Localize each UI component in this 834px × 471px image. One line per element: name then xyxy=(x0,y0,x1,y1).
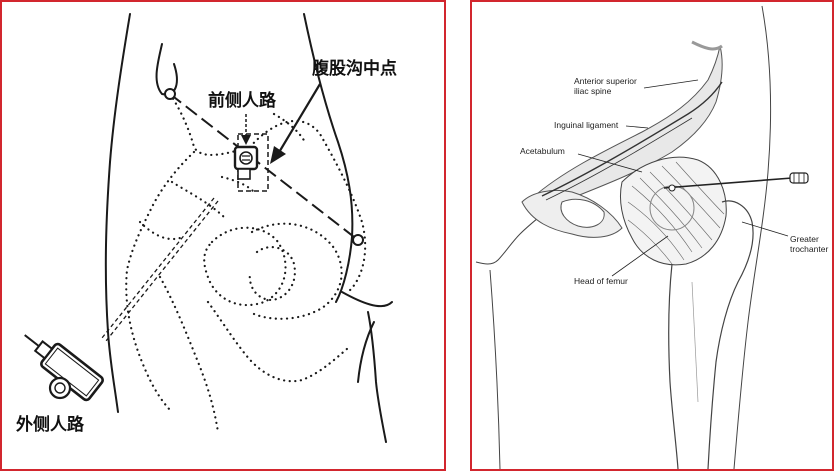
midpoint-arrowhead xyxy=(270,146,286,164)
femur-head-leader xyxy=(611,235,669,277)
pelvic-inlet-dotted xyxy=(248,119,367,294)
ilium-dotted xyxy=(125,150,196,414)
body-outline-right xyxy=(733,5,771,469)
anterior-syringe-icon xyxy=(233,145,259,180)
midpoint-arrow-shaft xyxy=(277,83,321,155)
head-of-femur-label: Head of femur xyxy=(574,276,628,286)
left-hip-sketch: 腹股沟中点 前侧人路 外侧人路 xyxy=(16,13,397,443)
thigh-outline-left xyxy=(489,269,501,469)
obturator-foramen xyxy=(560,198,605,228)
lateral-approach-label: 外侧人路 xyxy=(16,414,85,435)
iliac-crest-shading xyxy=(691,40,723,51)
acetabulum-dotted xyxy=(203,226,287,307)
trochanter-leader xyxy=(741,221,789,237)
lateral-needle-line-1 xyxy=(101,197,215,339)
inguinal-ligament-label: Inguinal ligament xyxy=(554,120,619,130)
sacrum-dotted xyxy=(220,175,256,194)
femur-neck-dotted xyxy=(170,180,226,219)
asis-label-line1: Anterior superior xyxy=(574,76,637,86)
anterior-pointer-arrowhead xyxy=(241,135,251,145)
femur-shaft-medial xyxy=(668,263,679,469)
pubis-dotted xyxy=(272,112,308,146)
lateral-syringe-plunger-icon xyxy=(48,376,72,400)
inguinal-midpoint-label: 腹股沟中点 xyxy=(312,58,397,79)
acetabulum-label: Acetabulum xyxy=(520,146,565,156)
obturator-dotted xyxy=(250,222,343,320)
needle-line xyxy=(663,177,793,189)
needle-entry-marker xyxy=(668,184,676,192)
asis-leader xyxy=(643,79,699,89)
iliac-crest-dotted xyxy=(168,92,252,156)
femur-inner-line xyxy=(691,281,699,403)
inguinal-ligament-line-2 xyxy=(545,117,693,201)
inguinal-leader xyxy=(625,125,649,129)
lateral-needle-line-2 xyxy=(105,200,219,342)
body-outline-left xyxy=(104,13,131,413)
greater-trochanter xyxy=(707,200,754,469)
asis-marker xyxy=(164,88,176,100)
groin-line-2 xyxy=(357,321,375,383)
capsule-fibers xyxy=(627,161,725,265)
ilium-wing xyxy=(531,45,723,203)
needle-hub-icon xyxy=(789,172,809,184)
femoral-head-dotted xyxy=(248,246,296,302)
hip-capsule xyxy=(619,156,727,266)
femur-shaft-dotted-2 xyxy=(206,300,350,383)
body-outline-top xyxy=(155,43,178,96)
inguinal-ligament-line xyxy=(541,81,723,197)
anterior-approach-label: 前侧人路 xyxy=(208,90,277,111)
asis-label-line2: iliac spine xyxy=(574,86,612,96)
left-hip-diagram-panel: 腹股沟中点 前侧人路 外侧人路 xyxy=(0,0,446,471)
greater-trochanter-label-line1: Greater xyxy=(790,234,819,244)
right-hip-illustration: Anterior superior iliac spine Inguinal l… xyxy=(475,5,828,469)
right-hip-anatomy-panel: Anterior superior iliac spine Inguinal l… xyxy=(470,0,834,471)
acetabulum-leader xyxy=(577,153,643,173)
pubic-tubercle-marker xyxy=(352,234,364,246)
trochanter-dotted xyxy=(138,220,182,241)
thigh-outline xyxy=(341,291,393,308)
greater-trochanter-label-line2: trochanter xyxy=(790,244,828,254)
body-outline-right xyxy=(303,13,354,303)
